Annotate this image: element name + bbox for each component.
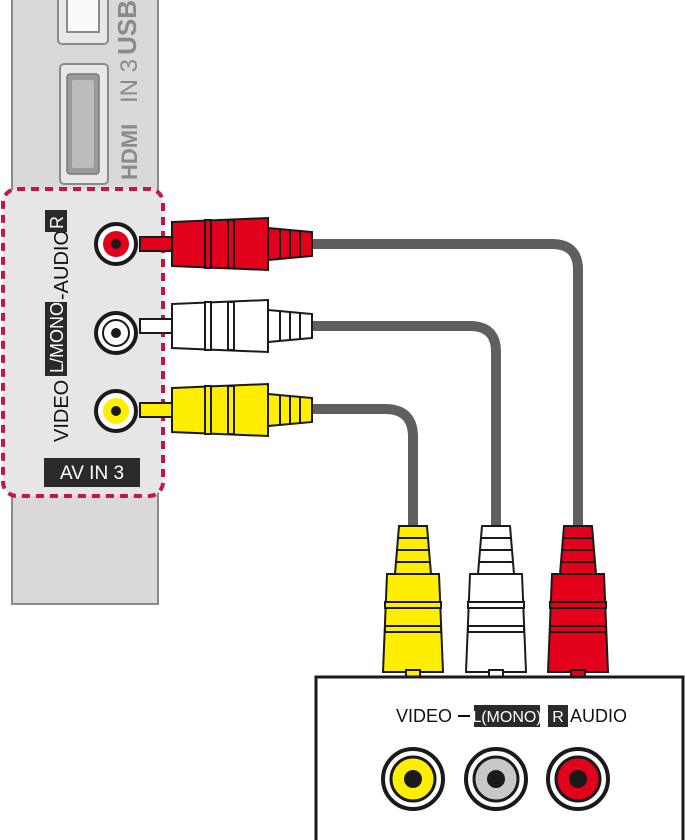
av-port-label: VIDEO L/MONO -AUDIO- R: [45, 210, 73, 442]
red-plug-vertical: [546, 525, 610, 697]
yellow-cable: [312, 404, 418, 528]
yellow-plug-horizontal: [139, 382, 313, 438]
red-plug-horizontal: [139, 216, 313, 272]
r-port-label: R: [47, 216, 67, 229]
tv-panel: USB HDMI IN 3 VIDEO L/MONO -AUDIO- R: [1, 0, 165, 605]
white-cable: [312, 321, 501, 528]
external-device: VIDEO L(MONO) R AUDIO: [314, 675, 685, 840]
device-white-jack[interactable]: [464, 747, 528, 811]
usb-port-icon: [57, 0, 109, 45]
av-input-highlight: [1, 187, 165, 498]
hdmi-logo: HDMI: [117, 124, 142, 180]
device-red-jack[interactable]: [546, 747, 610, 811]
device-yellow-jack[interactable]: [381, 747, 445, 811]
audio-port-label: -AUDIO-: [51, 223, 73, 300]
tv-yellow-jack[interactable]: [94, 389, 138, 433]
video-port-label: VIDEO: [51, 380, 73, 442]
device-r-label: R: [552, 709, 564, 726]
device-l-mono-label: L(MONO): [472, 709, 541, 726]
hdmi-in-label: IN 3: [116, 59, 143, 103]
av-in-label: AV IN 3: [60, 463, 124, 484]
yellow-plug-vertical: [381, 525, 445, 697]
white-plug-vertical: [464, 525, 528, 697]
cables: [312, 239, 583, 528]
device-video-label: VIDEO: [396, 706, 452, 726]
rca-plug-icon-vertical-set: [381, 525, 610, 697]
l-mono-port-label: L/MONO: [47, 302, 67, 373]
usb-label: USB: [112, 0, 142, 55]
white-plug-horizontal: [139, 298, 313, 354]
device-audio-label: AUDIO: [570, 706, 627, 726]
rca-plug-icon: [139, 216, 313, 438]
red-cable: [312, 239, 583, 528]
hdmi-port-icon: [59, 63, 109, 185]
tv-red-jack[interactable]: [94, 222, 138, 266]
tv-white-jack[interactable]: [94, 311, 138, 355]
